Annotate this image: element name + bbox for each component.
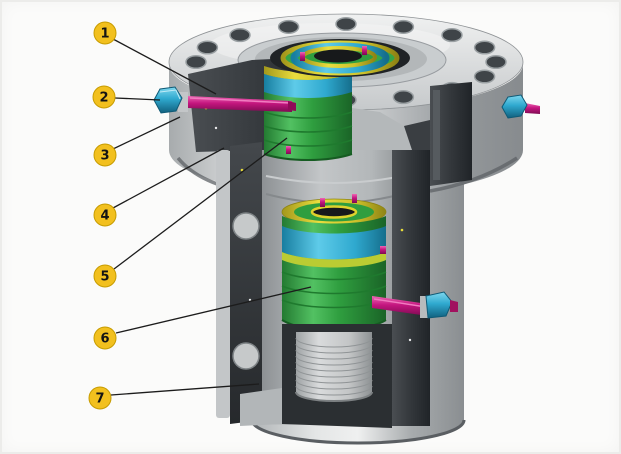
callout-circle-2 <box>92 85 116 109</box>
thread-cylinder <box>296 332 372 401</box>
lockscrew-right-mid-washer <box>420 296 428 318</box>
bolt-hole <box>185 54 207 70</box>
body-bottom-edge <box>250 419 466 445</box>
lockscrew-left-highlight <box>189 97 291 104</box>
bolt-hole <box>473 40 496 55</box>
callout-6: 6 <box>93 326 117 350</box>
lockscrew-right-top-shaft <box>525 103 540 114</box>
leader-line-1 <box>112 38 217 95</box>
lockscrew-left-shaft <box>188 96 292 112</box>
section-rib-left <box>230 142 262 424</box>
casing-threads <box>282 324 392 428</box>
bore-center-hole <box>314 49 362 63</box>
callout-label-1: 1 <box>100 27 109 42</box>
lockscrew-right-mid-head <box>425 291 453 319</box>
leader-line-5 <box>113 137 288 270</box>
callout-4: 4 <box>93 203 117 227</box>
lockscrew-left-head-facet <box>159 89 181 100</box>
callout-circle-1 <box>93 21 117 45</box>
callout-circle-7 <box>88 386 112 410</box>
callout-7: 7 <box>88 386 112 410</box>
upper-lock-screws <box>286 46 367 154</box>
upper-hanger-grooves <box>263 111 353 147</box>
bolt-hole <box>196 40 219 55</box>
callout-circle-3 <box>93 143 117 167</box>
callout-label-7: 7 <box>95 392 104 407</box>
lower-lock-screws <box>320 194 386 254</box>
lockscrew-right-top <box>501 94 540 119</box>
bolt-hole <box>441 28 463 43</box>
bolt-hole <box>229 28 251 43</box>
bowl-right-surface <box>352 108 412 150</box>
leader-line-3 <box>112 116 181 150</box>
bolt-hole <box>473 69 496 84</box>
flange-under-edge-right <box>429 156 518 193</box>
thread-bottom-edge <box>295 391 373 402</box>
upper-hanger-bottom-edge <box>263 153 353 161</box>
lower-hanger <box>281 194 387 332</box>
bolt-hole <box>392 90 415 105</box>
lockscrew-left <box>153 86 296 114</box>
bolt-hole <box>277 19 300 34</box>
section-step-right <box>430 82 472 186</box>
leader-lines <box>110 38 312 396</box>
lockscrew-right-top-head <box>501 94 528 119</box>
section-step-highlight <box>433 90 440 180</box>
lower-hanger-yellow-band <box>282 252 386 268</box>
callout-circle-6 <box>93 326 117 350</box>
bowl-right-shadow <box>404 120 430 150</box>
leader-line-7 <box>110 383 260 396</box>
callout-3: 3 <box>93 143 117 167</box>
bolt-hole <box>392 19 415 34</box>
bolt-hole <box>485 54 507 70</box>
lockscrew-left-head <box>153 86 183 114</box>
callout-circle-5 <box>93 264 117 288</box>
leader-line-2 <box>114 97 161 101</box>
callout-5: 5 <box>93 264 117 288</box>
body-outer-sliver <box>216 150 230 418</box>
callout-label-5: 5 <box>100 270 109 285</box>
callout-label-6: 6 <box>100 332 109 347</box>
base-foot <box>240 388 282 426</box>
upper-hanger <box>263 39 410 161</box>
callout-label-4: 4 <box>100 209 109 224</box>
lockscrew-left-tip <box>288 101 296 111</box>
lockscrew-right-mid-tip <box>450 300 458 312</box>
bore-cyan-seal-ring <box>290 42 390 74</box>
lockscrew-left-washer <box>178 92 188 112</box>
callout-label-2: 2 <box>99 91 108 106</box>
section-wall-right <box>392 150 430 426</box>
callout-circle-4 <box>93 203 117 227</box>
leader-line-4 <box>112 147 225 209</box>
upper-hanger-seal-band <box>264 74 352 98</box>
thread-lines <box>295 337 373 396</box>
lower-hanger-center-hole <box>310 205 358 219</box>
rib-bolt-hole <box>232 212 260 240</box>
upper-bore-rings <box>270 39 410 77</box>
callout-2: 2 <box>92 85 116 109</box>
callout-1: 1 <box>93 21 117 45</box>
callouts: 1 2 3 4 5 6 7 <box>88 21 312 410</box>
rib-bolt-hole <box>232 342 260 370</box>
leader-line-6 <box>115 286 312 334</box>
bolt-hole <box>335 16 357 32</box>
lockscrew-right-mid <box>372 291 458 319</box>
lower-hanger-seal-band <box>282 226 386 260</box>
bowl-arc-light <box>265 175 403 184</box>
callout-label-3: 3 <box>100 149 109 164</box>
lockscrew-right-mid-highlight <box>373 298 427 308</box>
